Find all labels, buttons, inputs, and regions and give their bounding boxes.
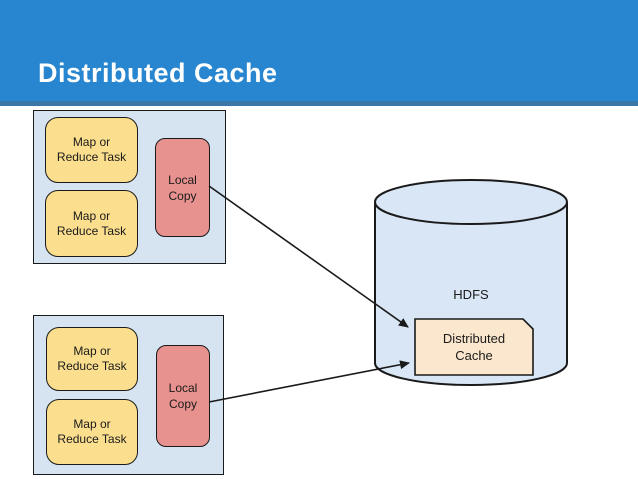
task-label-line2: Reduce Task (57, 359, 127, 373)
task-node-group-1: Map or Reduce Task Map or Reduce Task Lo… (33, 110, 226, 264)
hdfs-cylinder-top (374, 179, 568, 225)
arrow-local-copy-1-to-cache (208, 185, 409, 328)
map-reduce-task-box: Map or Reduce Task (46, 399, 138, 465)
task-node-group-2: Map or Reduce Task Map or Reduce Task Lo… (33, 315, 224, 475)
task-label-line2: Reduce Task (56, 223, 127, 238)
map-reduce-task-box: Map or Reduce Task (45, 117, 138, 183)
local-copy-label-line1: Local (168, 172, 197, 187)
local-copy-label-line1: Local (168, 381, 198, 395)
task-label-line2: Reduce Task (57, 432, 127, 446)
distributed-cache-label-line2: Cache (455, 348, 493, 363)
task-label-line1: Map or (73, 344, 111, 358)
local-copy-box: Local Copy (156, 345, 210, 447)
arrow-local-copy-2-to-cache (208, 360, 410, 403)
task-label-line1: Map or (72, 135, 111, 149)
distributed-cache-label: Distributed Cache (415, 322, 533, 372)
slide-title: Distributed Cache (38, 58, 278, 88)
hdfs-label: HDFS (453, 287, 489, 302)
distributed-cache-label-line1: Distributed (442, 331, 506, 346)
local-copy-label-line2: Copy (168, 188, 197, 203)
map-reduce-task-box: Map or Reduce Task (46, 327, 138, 391)
header-accent-line (0, 101, 638, 106)
task-label-line2: Reduce Task (56, 150, 127, 164)
task-label-line1: Map or (72, 208, 111, 223)
map-reduce-task-box: Map or Reduce Task (45, 190, 138, 257)
task-label-line1: Map or (73, 417, 111, 431)
local-copy-box: Local Copy (155, 138, 210, 237)
local-copy-label-line2: Copy (168, 397, 197, 411)
header-bar (0, 0, 638, 101)
